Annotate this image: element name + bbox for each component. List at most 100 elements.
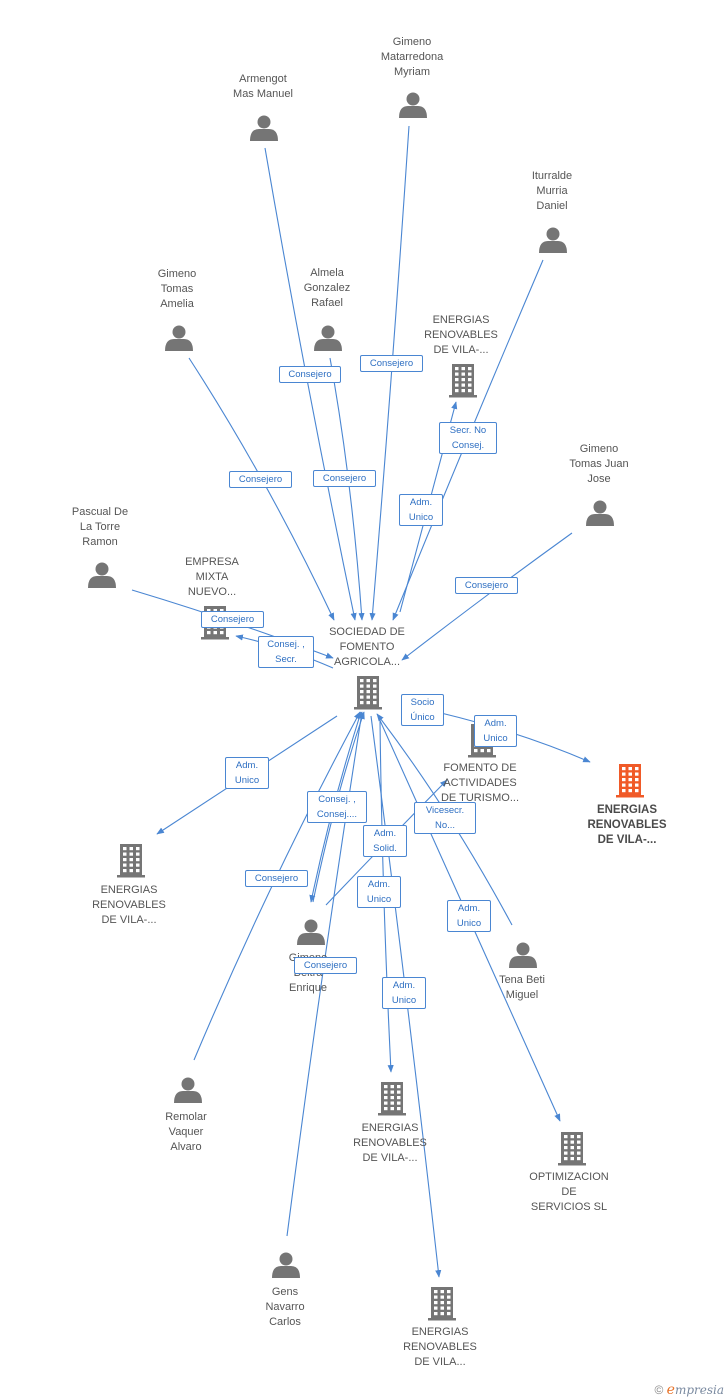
relationship-edge — [329, 357, 365, 621]
person-icon[interactable] — [586, 500, 614, 527]
edge-label-armengot[interactable]: Consejero — [279, 366, 341, 383]
node-label-line: Armengot — [239, 73, 287, 85]
edge-label-line: No... — [434, 820, 456, 831]
node-label-line: DE VILA... — [414, 1356, 466, 1368]
edge-label-gimeno-mat[interactable]: Consejero — [360, 355, 423, 372]
building-icon[interactable] — [354, 676, 382, 710]
building-icon[interactable] — [449, 364, 477, 398]
relationship-edge — [369, 125, 410, 621]
node-label-line: Navarro — [265, 1301, 305, 1313]
person-icon[interactable] — [165, 325, 193, 352]
person-icon[interactable] — [314, 325, 342, 352]
edge-label-almela[interactable]: Consejero — [313, 470, 376, 487]
person-icon[interactable] — [88, 562, 116, 589]
edge-label-gimeno-juan[interactable]: Consejero — [455, 577, 518, 594]
edge-label-adm-energias-main[interactable]: Adm.Unico — [474, 715, 517, 747]
edge-label-line: Unico — [234, 775, 260, 786]
edge-label-line: Socio — [410, 697, 435, 708]
node-label-line: Vaquer — [168, 1126, 204, 1138]
node-label-line: Matarredona — [380, 51, 444, 63]
edge-label-line: Unico — [483, 733, 508, 744]
node-label-line: AGRICOLA... — [333, 656, 401, 668]
edge-label-line: Adm. — [373, 828, 397, 839]
node-label-line: ENERGIAS — [361, 1122, 419, 1134]
building-icon[interactable] — [558, 1132, 586, 1166]
person-icon[interactable] — [539, 227, 567, 254]
node-label-line: Murria — [536, 185, 568, 197]
person-icon[interactable] — [509, 942, 537, 969]
person-icon[interactable] — [272, 1252, 300, 1279]
relationship-edge — [286, 711, 364, 1237]
person-icon[interactable] — [399, 92, 427, 119]
edge-label-adm-energias-mid[interactable]: Adm.Unico — [357, 876, 401, 908]
edge-label-remolar[interactable]: Consejero — [245, 870, 308, 887]
node-label-line: ENERGIAS — [100, 884, 158, 896]
building-icon[interactable] — [616, 764, 644, 798]
node-label-line: Gimeno — [392, 36, 432, 48]
node-label-line: NUEVO... — [187, 586, 237, 598]
node-label-line: ENERGIAS — [432, 314, 490, 326]
edge-label-adm-energias-top[interactable]: Adm.Unico — [399, 494, 443, 526]
person-icon[interactable] — [297, 919, 325, 946]
edge-label-line: Consejero — [464, 580, 509, 591]
person-icon[interactable] — [250, 115, 278, 142]
node-label-line: FOMENTO DE — [443, 762, 517, 774]
empresia-logo: © empresia — [654, 1382, 724, 1398]
building-icon[interactable] — [428, 1287, 456, 1321]
edge-label-pascual[interactable]: Consejero — [201, 611, 264, 628]
node-label-line: DE VILA-... — [433, 344, 489, 356]
edge-label-line: Adm. — [367, 879, 391, 890]
edge-label-adm-optim[interactable]: Adm.Unico — [447, 900, 491, 932]
edge-label-line: Único — [410, 712, 435, 723]
relationship-edge — [264, 147, 357, 621]
node-label-line: ENERGIAS — [411, 1326, 469, 1338]
edge-label-line: Unico — [408, 512, 434, 523]
node-label-line: Carlos — [269, 1316, 301, 1328]
node-label-line: Iturralde — [531, 170, 573, 182]
building-icon[interactable] — [378, 1082, 406, 1116]
person-icon[interactable] — [174, 1077, 202, 1104]
node-label-line: Almela — [310, 267, 344, 279]
node-label-line: Tena Beti — [499, 974, 545, 986]
edge-label-adm-energias-left[interactable]: Adm.Unico — [225, 757, 269, 789]
building-icon[interactable] — [117, 844, 145, 878]
edge-label-adm-energias-bottom[interactable]: Adm.Unico — [382, 977, 426, 1009]
edge-label-line: Unico — [391, 995, 417, 1006]
node-label-line: DE VILA-... — [101, 914, 157, 926]
edge-label-consej-consej[interactable]: Consej. ,Consej.... — [307, 791, 367, 823]
edge-label-consej-secr[interactable]: Consej. , Secr. — [258, 636, 314, 668]
edge-label-adm-solid[interactable]: Adm.Solid. — [363, 825, 407, 857]
edge-label-vicesecr[interactable]: Vicesecr.No... — [414, 802, 476, 834]
node-label-line: RENOVABLES — [353, 1137, 427, 1149]
edge-label-gimeno-tomas[interactable]: Consejero — [229, 471, 292, 488]
edge-label-line: Secr. — [275, 654, 297, 665]
node-label-line: Tomas Juan — [569, 458, 629, 470]
edge-label-line: Consej. , — [318, 794, 356, 805]
edge-label-line: Consej. , — [267, 639, 305, 650]
edge-label-gens[interactable]: Consejero — [294, 957, 357, 974]
node-label-line: Myriam — [393, 66, 431, 78]
logo-initial: e — [666, 1382, 675, 1398]
node-label-line: Gimeno — [157, 268, 197, 280]
